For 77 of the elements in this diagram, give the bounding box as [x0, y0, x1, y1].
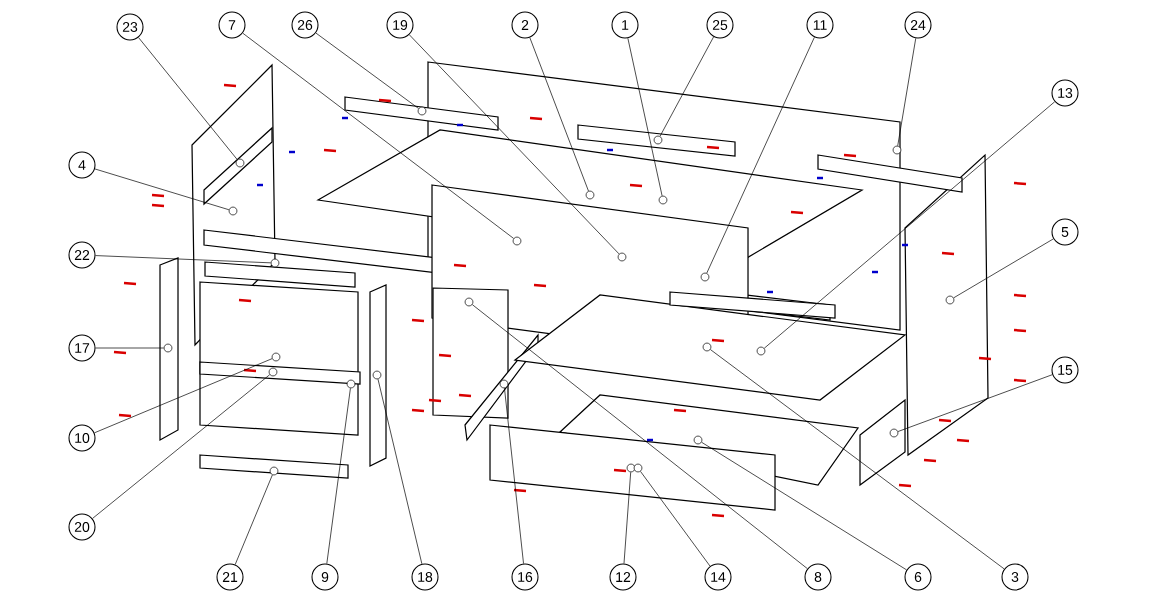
leader-line [897, 374, 1053, 432]
target-point [512, 236, 522, 246]
callout-number: 17 [68, 334, 96, 362]
callout-number: 13 [1051, 79, 1079, 107]
callout-number: 1 [611, 11, 639, 39]
callout-number: 3 [1001, 563, 1029, 591]
leader-line [701, 441, 907, 571]
target-point [270, 258, 280, 268]
callout-number: 10 [68, 424, 96, 452]
target-point [756, 346, 766, 356]
callout-number: 22 [68, 241, 96, 269]
callout-number: 25 [706, 11, 734, 39]
leader-line [763, 101, 1056, 349]
callout-number: 15 [1051, 356, 1079, 384]
callout-number: 6 [904, 563, 932, 591]
target-point [658, 195, 668, 205]
leader-line [138, 37, 238, 160]
callout-number: 18 [411, 563, 439, 591]
leader-line [92, 374, 270, 519]
callout-number: 20 [68, 513, 96, 541]
leader-line [627, 37, 663, 197]
target-point [235, 158, 245, 168]
leader-line [504, 387, 524, 564]
callout-number: 8 [804, 563, 832, 591]
target-point [269, 466, 279, 476]
leader-line [710, 349, 1005, 570]
callout-number: 26 [291, 11, 319, 39]
callout-number: 7 [218, 11, 246, 39]
leader-line [326, 387, 351, 564]
callout-number: 16 [511, 563, 539, 591]
callout-number: 9 [311, 563, 339, 591]
target-point [271, 352, 281, 362]
target-point [228, 206, 238, 216]
target-point [464, 297, 474, 307]
target-point [889, 428, 899, 438]
target-point [945, 295, 955, 305]
leader-line [94, 168, 230, 211]
callout-number: 19 [386, 11, 414, 39]
target-point [617, 252, 627, 262]
callout-number: 14 [704, 563, 732, 591]
leader-line [706, 36, 815, 274]
target-point [633, 463, 643, 473]
target-point [892, 145, 902, 155]
leader-line [234, 474, 273, 565]
leader-line [623, 471, 632, 564]
leader-line [242, 32, 514, 239]
target-point [700, 272, 710, 282]
leader-line [315, 32, 419, 109]
leader-line [94, 358, 273, 434]
target-point [702, 342, 712, 352]
target-point [585, 190, 595, 200]
target-point [346, 379, 356, 389]
leader-line [95, 255, 272, 264]
leader-line [409, 34, 620, 255]
target-point [653, 135, 663, 145]
callout-number: 4 [68, 151, 96, 179]
callout-number: 12 [609, 563, 637, 591]
callout-number: 21 [216, 563, 244, 591]
callout-number: 23 [116, 13, 144, 41]
leader-line [529, 37, 589, 192]
leader-line [640, 471, 711, 567]
target-point [499, 379, 509, 389]
callout-number: 5 [1051, 218, 1079, 246]
leader-line [897, 38, 917, 147]
target-point [372, 370, 382, 380]
callout-number: 24 [904, 11, 932, 39]
leader-line [95, 347, 165, 349]
callout-number: 2 [511, 11, 539, 39]
leader-line [953, 238, 1054, 299]
target-point [693, 435, 703, 445]
target-point [163, 343, 173, 353]
leader-line [472, 304, 808, 569]
target-point [268, 367, 278, 377]
target-point [626, 463, 636, 473]
target-point [417, 106, 427, 116]
leader-line [659, 36, 714, 137]
callout-number: 11 [806, 11, 834, 39]
